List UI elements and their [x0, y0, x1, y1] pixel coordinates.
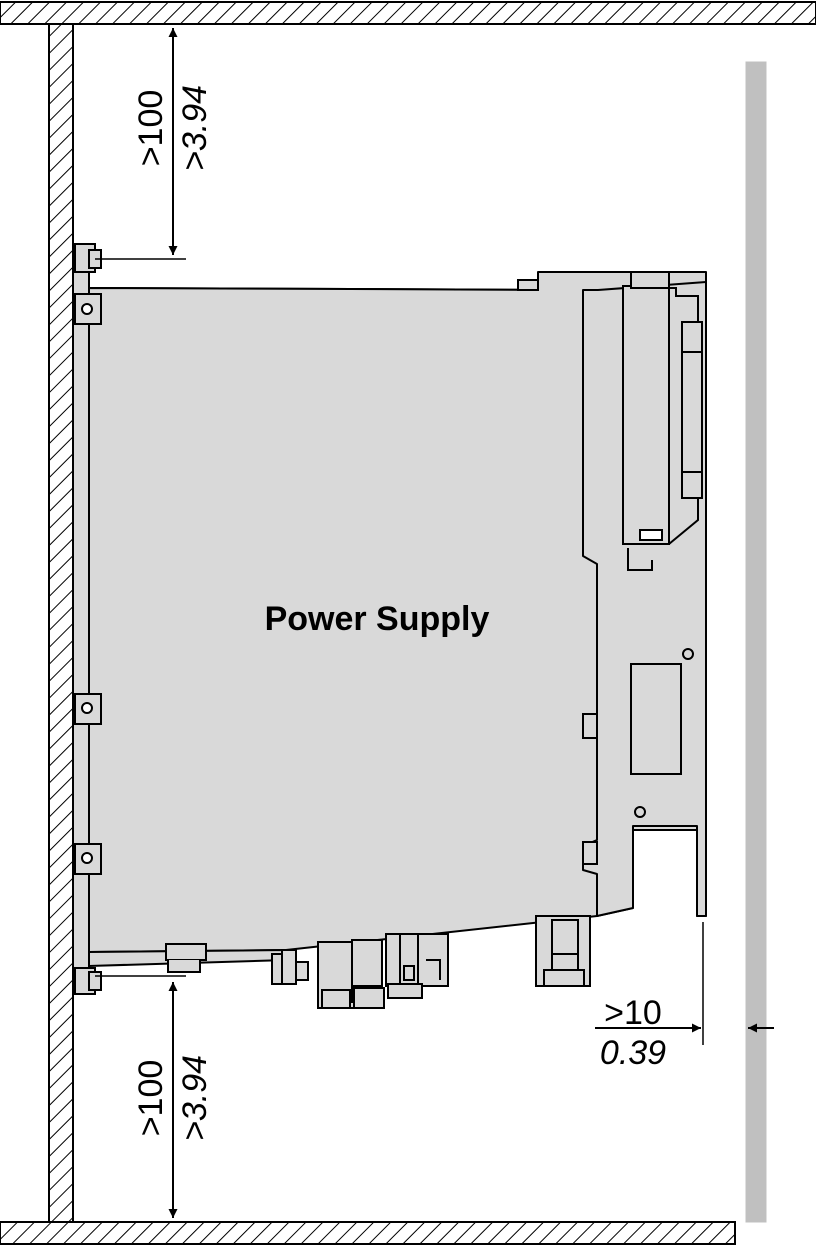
- bottom-connector-3: [535, 915, 591, 987]
- bottom-clearance-imperial: >3.94: [176, 1055, 214, 1141]
- mounting-wall: [48, 23, 74, 1223]
- top-clearance-imperial: >3.94: [176, 85, 214, 171]
- bottom-mounting-bolt: [74, 967, 102, 995]
- mounting-plate: [72, 267, 90, 995]
- device-label: Power Supply: [265, 600, 490, 638]
- side-clearance-dimension: >10 0.39: [595, 922, 774, 1072]
- top-clearance-dimension: >100 >3.94: [95, 28, 214, 260]
- side-clearance-imperial: 0.39: [600, 1034, 666, 1072]
- bottom-connector-2: [385, 933, 449, 999]
- adjacent-panel: [745, 61, 767, 1223]
- mounting-clip-middle: [74, 693, 102, 725]
- bottom-clearance-dimension: >100 >3.94: [95, 975, 214, 1218]
- floor-surface: [0, 1221, 736, 1245]
- top-mounting-bolt: [74, 243, 102, 273]
- bottom-clearance-metric: >100: [132, 1060, 170, 1137]
- mounting-clip-lower: [74, 843, 102, 875]
- top-clearance-metric: >100: [132, 90, 170, 167]
- ceiling-surface: [0, 1, 816, 25]
- side-clearance-metric: >10: [604, 994, 662, 1032]
- bottom-rail: [88, 943, 309, 985]
- mounting-clip-top: [74, 293, 102, 325]
- bottom-connector-1: [317, 939, 385, 1009]
